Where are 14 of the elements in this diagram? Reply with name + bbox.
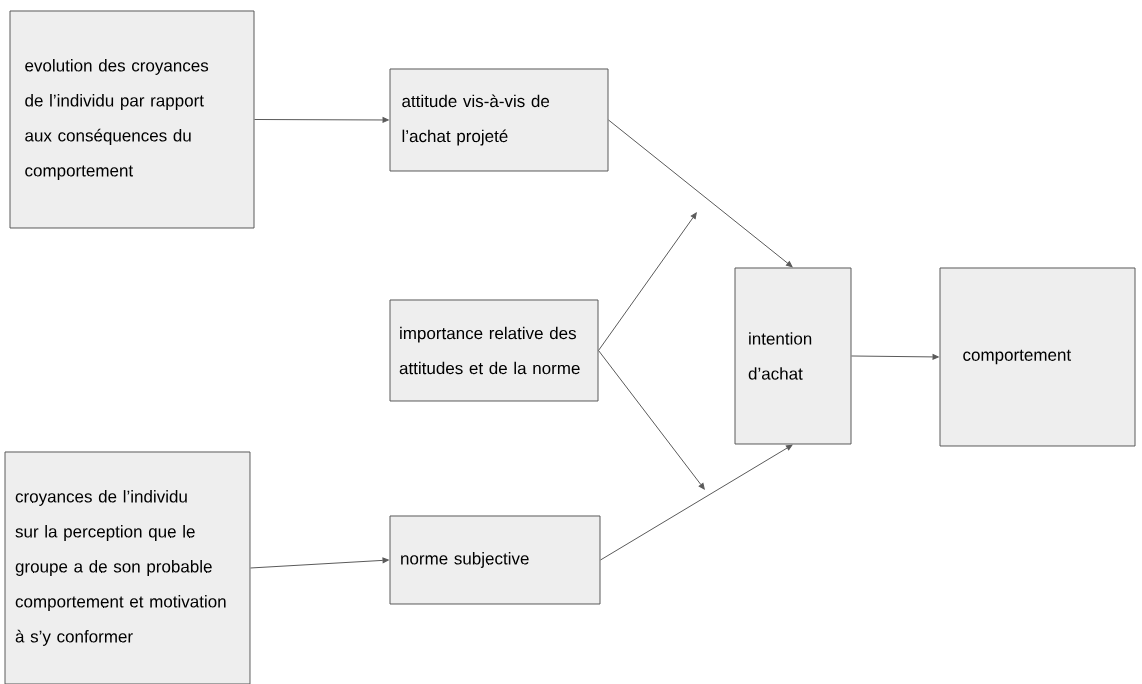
arrow bbox=[598, 212, 697, 351]
process-box: evolution des croyances de l’individu par rapport aux conséquences du comportement bbox=[9, 10, 255, 229]
arrow bbox=[250, 557, 389, 569]
arrow bbox=[254, 117, 389, 123]
process-box: norme subjective bbox=[389, 515, 601, 605]
process-box: attitude vis-à-vis de l’achat projeté bbox=[389, 68, 609, 172]
arrow bbox=[600, 444, 793, 561]
arrow bbox=[851, 354, 939, 360]
process-box: importance relative des attitudes et de la norme bbox=[389, 299, 599, 402]
process-box: croyances de l’individu sur la perception que le groupe a de son probable comportement et motivation à s’y conformer bbox=[4, 451, 251, 684]
arrow bbox=[608, 119, 793, 268]
process-box: intention d’achat bbox=[734, 267, 852, 445]
process-box: comportement bbox=[939, 267, 1136, 447]
arrow bbox=[598, 350, 705, 490]
